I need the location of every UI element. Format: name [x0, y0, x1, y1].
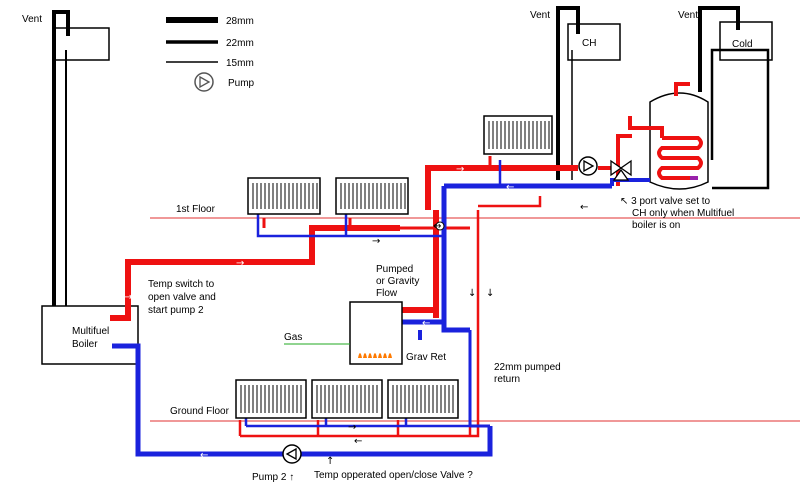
- three-port-valve-note: ↖ 3 port valve set to CH only when Multi…: [620, 196, 734, 231]
- pumped-flow-line-2: or Gravity: [376, 276, 419, 287]
- radiator-top: [483, 115, 553, 155]
- pump-2-icon: [282, 444, 302, 464]
- flow-arrow-first-floor-right: →: [372, 236, 380, 247]
- multifuel-boiler-label-1: Multifuel: [72, 326, 109, 337]
- flow-arrow-gas-return-left: ←: [422, 318, 430, 329]
- gas-label: Gas: [284, 332, 302, 343]
- flow-arrow-ground-right: →: [348, 422, 356, 433]
- pump-2-label: Pump 2 ↑: [252, 472, 294, 483]
- cold-tank-label: Cold: [732, 39, 753, 50]
- gas-boiler: [349, 301, 403, 365]
- left-expansion-tank: [52, 10, 110, 306]
- pumped-flow-note: Pumped or Gravity Flow: [376, 264, 419, 299]
- pumped-flow-line-1: Pumped: [376, 264, 413, 275]
- temp-switch-line-1: Temp switch to: [148, 279, 215, 290]
- grav-ret-label: Grav Ret: [406, 352, 446, 363]
- radiator-ground-floor-1: [235, 379, 307, 419]
- ground-floor-label: Ground Floor: [170, 406, 230, 417]
- pumped-return-line-2: return: [494, 374, 520, 385]
- flow-arrow-top-right: →: [456, 164, 464, 175]
- legend-28mm-label: 28mm: [226, 16, 254, 27]
- vent-label-cold: Vent: [678, 10, 698, 21]
- pumped-flow-line-3: Flow: [376, 288, 398, 299]
- return-pipes: [112, 160, 650, 457]
- ch-tank-label: CH: [582, 38, 596, 49]
- flame-icon: [363, 353, 367, 358]
- vent-label-ch: Vent: [530, 10, 550, 21]
- legend-pump-label: Pump: [228, 78, 255, 89]
- hot-water-cylinder: [628, 82, 709, 190]
- flame-icon: [383, 353, 387, 358]
- temp-switch-note: Temp switch to open valve and start pump…: [148, 279, 216, 316]
- three-port-valve-line-3: boiler is on: [632, 220, 680, 231]
- legend: 28mm 22mm 15mm Pump: [166, 16, 255, 92]
- three-port-valve-line-1: ↖ 3 port valve set to: [620, 196, 711, 207]
- flow-arrow-return-left: ←: [506, 182, 514, 193]
- flame-icon: [373, 353, 377, 358]
- burner-flames-icon: [358, 353, 392, 358]
- vent-label-left: Vent: [22, 14, 42, 25]
- radiator-ground-floor-3: [387, 379, 459, 419]
- flow-arrow-ground-left: ←: [354, 436, 362, 447]
- flow-arrow-down-1: ↓: [468, 288, 476, 299]
- flame-icon: [358, 353, 362, 358]
- radiator-first-floor-2: [335, 177, 409, 215]
- temp-valve-arrow: ↑: [326, 456, 334, 467]
- flow-arrow-multifuel-up: →: [124, 292, 132, 303]
- flow-arrow-main-return-left: ←: [200, 450, 208, 461]
- temp-switch-line-3: start pump 2: [148, 305, 204, 316]
- legend-22mm-label: 22mm: [226, 38, 254, 49]
- flame-icon: [378, 353, 382, 358]
- three-port-valve-line-2: CH only when Multifuel: [632, 208, 734, 219]
- cold-water-tank: Cold: [698, 6, 773, 190]
- flame-icon: [368, 353, 372, 358]
- radiator-fins: [240, 121, 550, 413]
- multifuel-boiler: Multifuel Boiler: [41, 305, 139, 365]
- flow-arrow-multifuel-right: →: [236, 258, 244, 269]
- ch-header-tank: CH: [556, 6, 621, 180]
- temp-switch-line-2: open valve and: [148, 292, 216, 303]
- three-port-valve-icon: [610, 159, 632, 181]
- multifuel-boiler-label-2: Boiler: [72, 339, 98, 350]
- flow-arrow-cylinder-left: ←: [580, 202, 588, 213]
- radiator-first-floor-1: [247, 177, 321, 215]
- first-floor-label: 1st Floor: [176, 204, 216, 215]
- temp-valve-label: Temp opperated open/close Valve ?: [314, 470, 473, 481]
- flow-arrow-junction: ↔: [433, 221, 441, 232]
- flow-arrow-down-2: ↓: [486, 288, 494, 299]
- flow-arrows: → ← ← → → → ↔ ↓ ↓ ← → ← ←: [124, 164, 588, 461]
- pumped-return-line-1: 22mm pumped: [494, 362, 561, 373]
- flame-icon: [388, 353, 392, 358]
- radiator-ground-floor-2: [311, 379, 383, 419]
- pumped-return-note: 22mm pumped return: [494, 362, 561, 385]
- first-floor-junction-icon: [435, 221, 445, 231]
- legend-pump-icon: [194, 72, 214, 92]
- legend-15mm-label: 15mm: [226, 58, 254, 69]
- pump-1-icon: [578, 156, 598, 176]
